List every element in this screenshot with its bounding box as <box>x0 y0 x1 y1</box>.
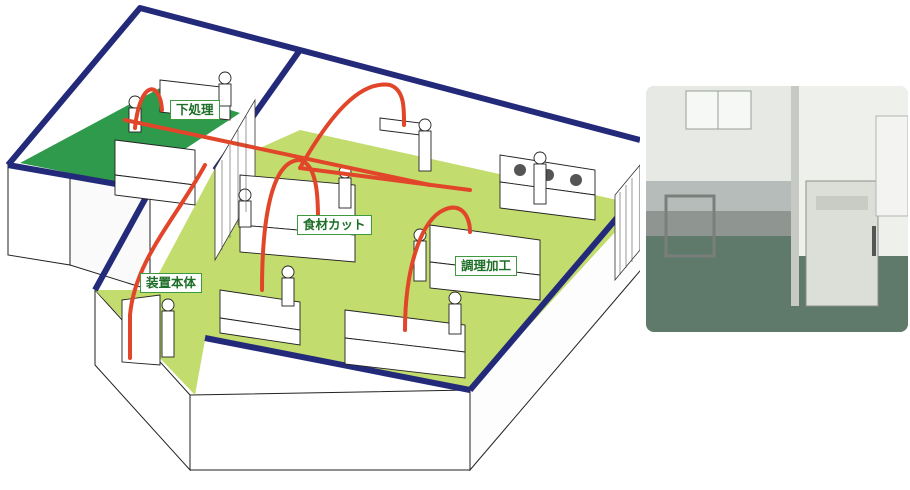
unit-box <box>122 295 160 365</box>
wash-station <box>380 118 420 135</box>
kitchen-layout-diagram <box>0 0 640 490</box>
label-unit: 装置本体 <box>140 273 202 293</box>
label-cook: 調理加工 <box>455 256 517 276</box>
kitchen-photo <box>646 86 908 332</box>
label-cut: 食材カット <box>297 215 372 235</box>
label-prep: 下処理 <box>170 100 220 120</box>
